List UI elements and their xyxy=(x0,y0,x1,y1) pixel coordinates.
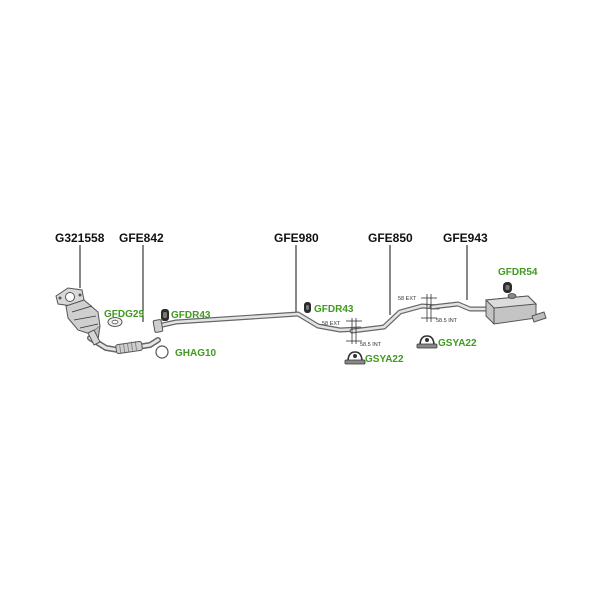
centre-pipe[interactable] xyxy=(349,303,441,334)
gasket-icon[interactable] xyxy=(107,317,123,327)
dim-joint2-int: 58.5 INT xyxy=(436,318,458,324)
clamp-rear-icon[interactable] xyxy=(416,335,438,349)
dim-joint1-ext: 58 EXT xyxy=(322,321,341,327)
accessory-label-gfdr43-mid[interactable]: GFDR43 xyxy=(314,304,354,315)
accessory-label-gfdr43-front[interactable]: GFDR43 xyxy=(171,310,211,321)
joint-marker-2: 58 EXT 58.5 INT xyxy=(398,294,458,324)
part-label-g321558[interactable]: G321558 xyxy=(55,231,105,245)
accessory-label-gfdr54[interactable]: GFDR54 xyxy=(498,267,538,278)
joint-marker-1: 58 EXT 58.5 INT xyxy=(322,318,382,348)
front-pipe[interactable] xyxy=(87,329,161,355)
accessory-label-ghag10[interactable]: GHAG10 xyxy=(175,348,217,359)
accessory-label-gsya22-rear[interactable]: GSYA22 xyxy=(438,338,477,349)
catalytic-converter[interactable] xyxy=(55,287,101,343)
accessory-label-gsya22-mid[interactable]: GSYA22 xyxy=(365,354,404,365)
part-label-gfe850[interactable]: GFE850 xyxy=(368,231,413,245)
rear-silencer[interactable] xyxy=(429,293,547,325)
rubber-mount-mid-icon[interactable] xyxy=(304,302,311,313)
rubber-mount-rear-icon[interactable] xyxy=(503,282,512,293)
clamp-mid-icon[interactable] xyxy=(344,351,366,365)
intermediate-pipe[interactable] xyxy=(152,311,363,333)
part-label-gfe842[interactable]: GFE842 xyxy=(119,231,164,245)
accessory-label-gfdg29[interactable]: GFDG29 xyxy=(104,309,144,320)
part-label-gfe980[interactable]: GFE980 xyxy=(274,231,319,245)
dim-joint2-ext: 58 EXT xyxy=(398,296,417,302)
rubber-mount-icon[interactable] xyxy=(161,309,169,321)
part-label-gfe943[interactable]: GFE943 xyxy=(443,231,488,245)
ring-icon[interactable] xyxy=(155,345,169,359)
dim-joint1-int: 58.5 INT xyxy=(360,342,382,348)
